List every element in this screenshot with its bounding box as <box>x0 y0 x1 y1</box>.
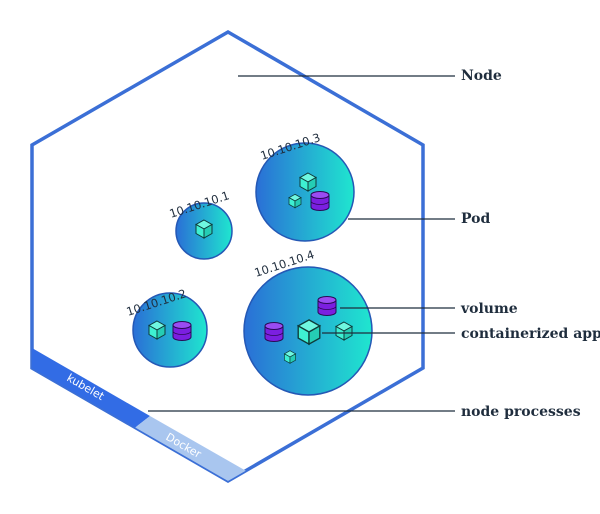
pod-label: Pod <box>461 211 490 227</box>
container-cube-icon <box>148 320 166 340</box>
volume-cylinder-icon <box>317 296 337 316</box>
node-processes-label: node processes <box>461 404 581 420</box>
volume-label: volume <box>460 301 518 317</box>
callout-lines <box>148 75 455 412</box>
volume-cylinder-icon <box>172 321 192 341</box>
containerized-app-label: containerized app <box>461 326 600 342</box>
container-cube-icon <box>288 193 302 209</box>
volume-cylinder-icon <box>264 322 284 342</box>
container-cube-icon <box>195 219 213 239</box>
kubelet-band <box>32 348 150 430</box>
node-hexagon <box>30 29 425 484</box>
container-cube-icon <box>297 319 321 345</box>
container-cube-icon <box>335 321 353 341</box>
volume-cylinder-icon <box>310 191 330 211</box>
container-cube-icon <box>284 350 296 364</box>
docker-band <box>132 416 248 481</box>
container-cube-icon <box>299 172 317 192</box>
node-label: Node <box>461 68 502 84</box>
node-processes-band <box>32 348 248 481</box>
